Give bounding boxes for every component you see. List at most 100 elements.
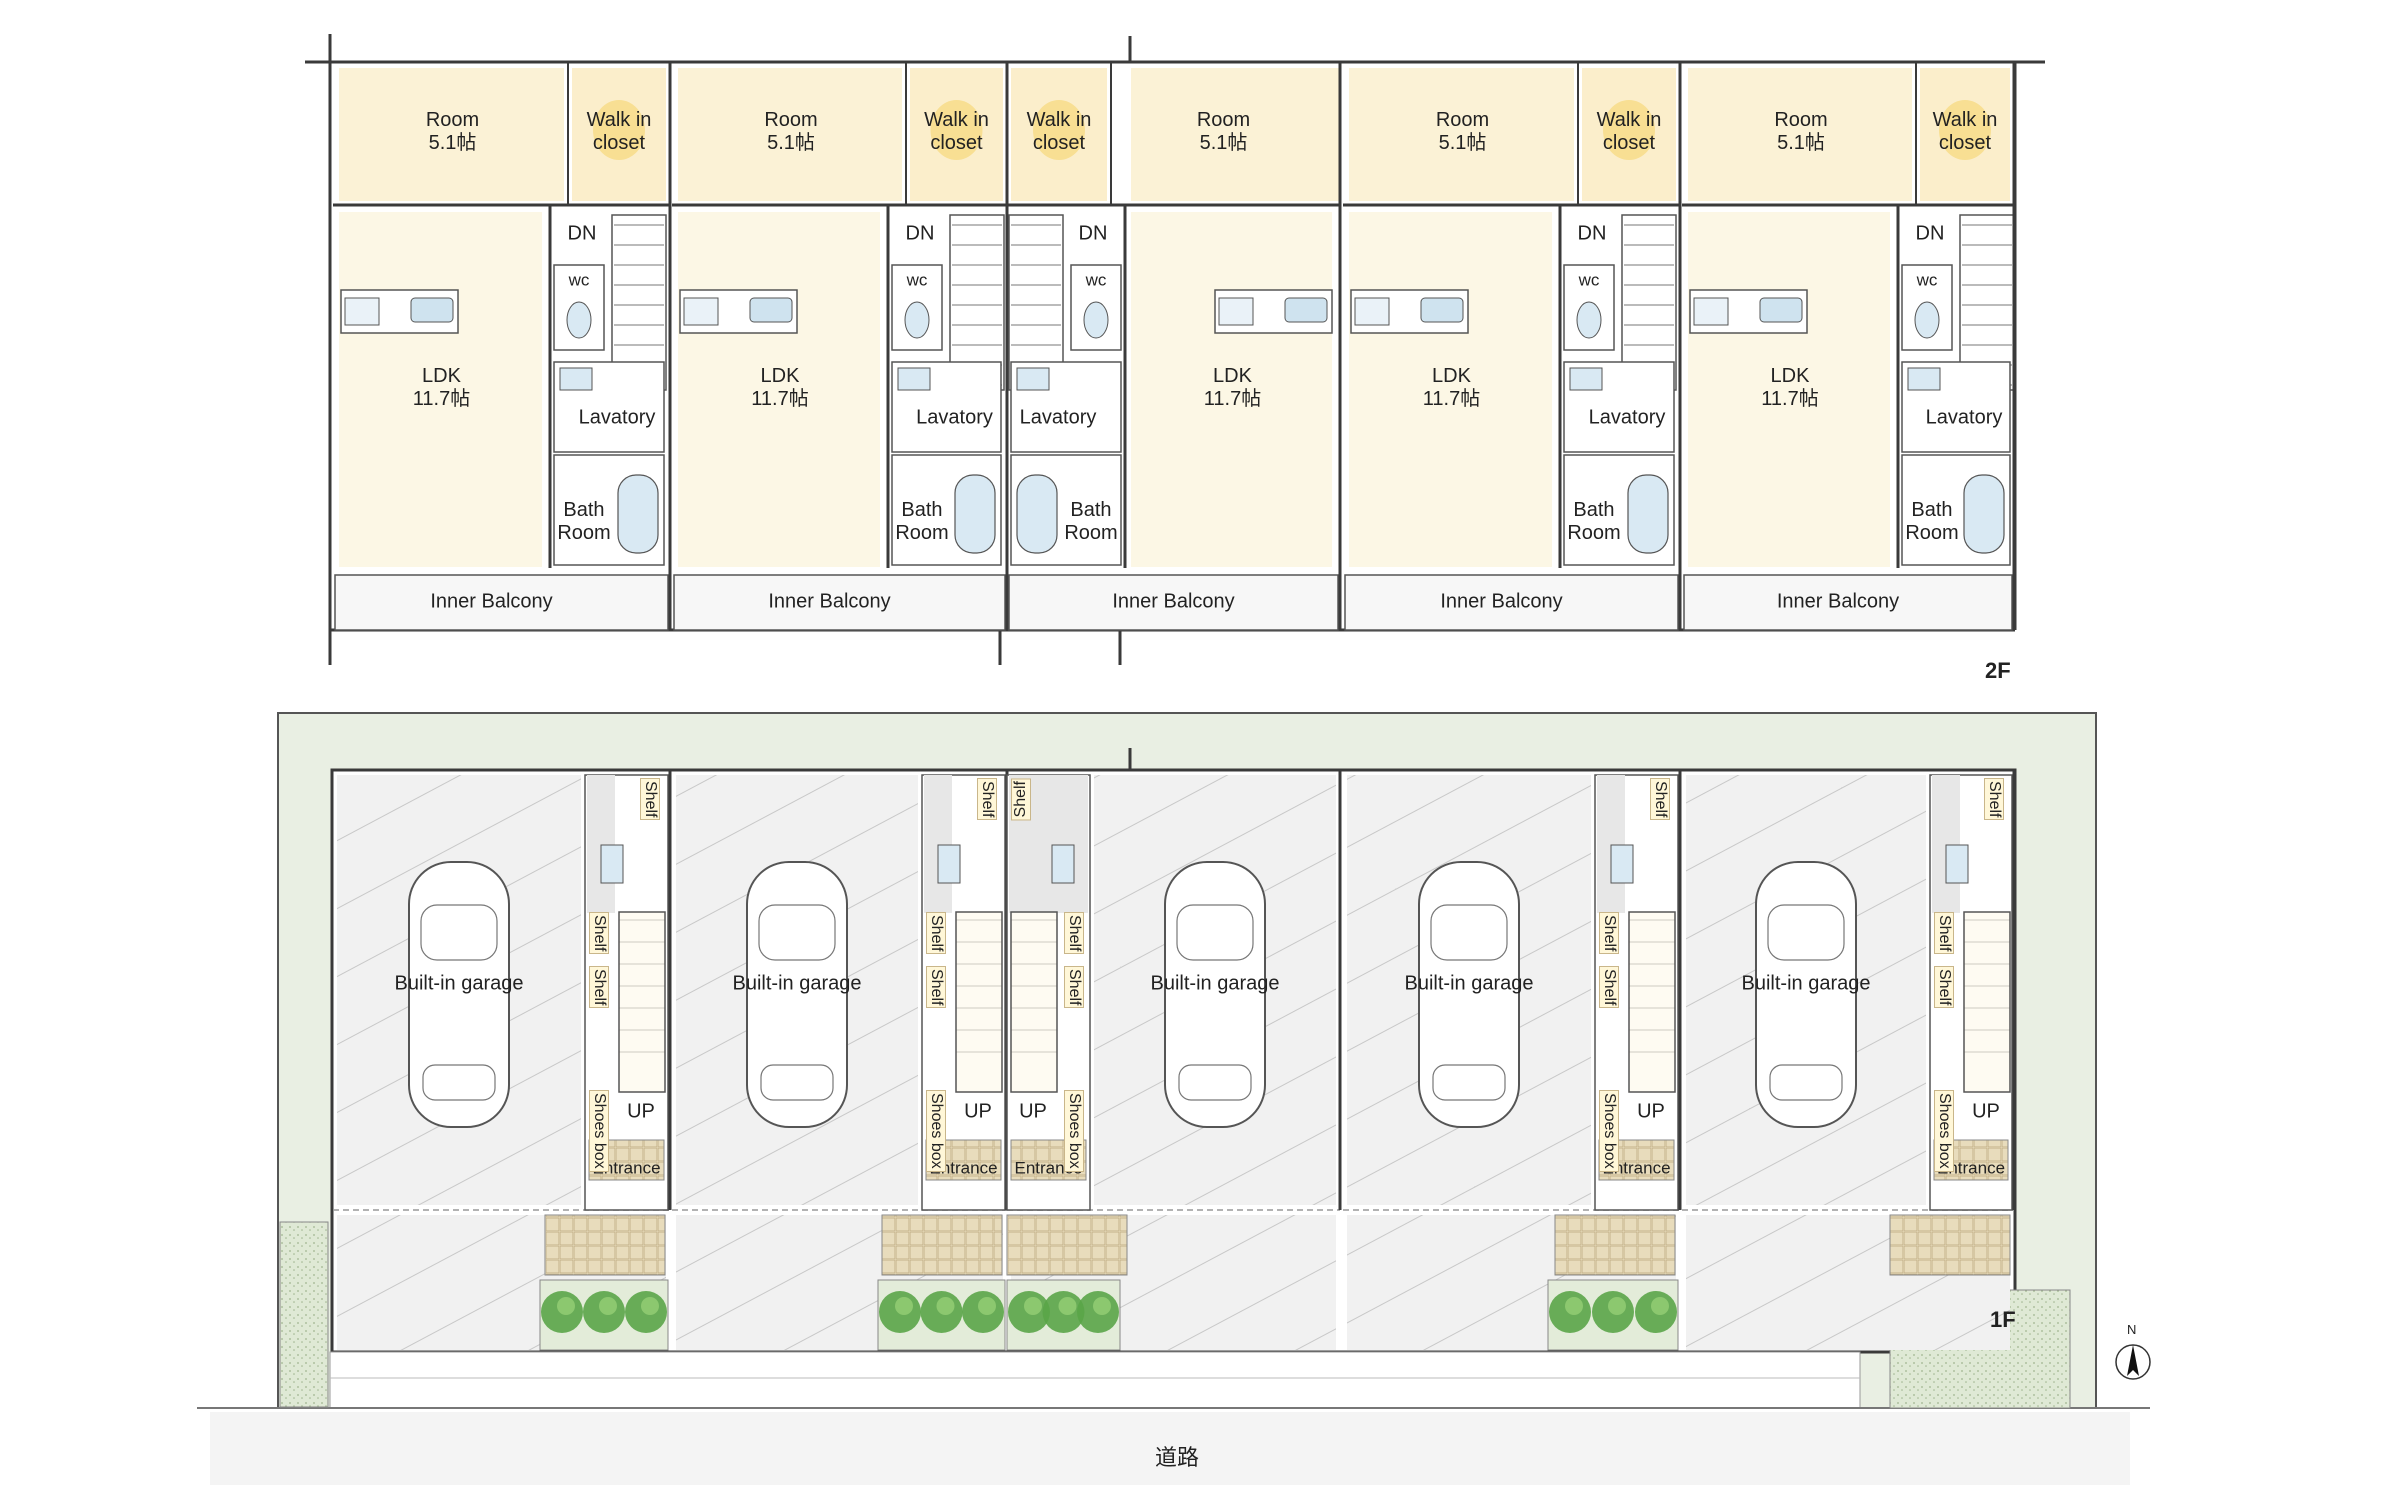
car-rear-window	[422, 1064, 496, 1101]
car-rear-window	[760, 1064, 834, 1101]
unit-2f-3	[1007, 62, 1342, 631]
shrub-highlight	[1024, 1297, 1042, 1315]
ldk-label-line: LDK	[1213, 365, 1252, 387]
shelf-label: Shelf	[926, 966, 946, 1009]
unit-1f-2	[672, 770, 1009, 1351]
shelf-label-line: Shelf	[591, 969, 608, 1006]
stairs	[1010, 911, 1058, 1093]
wash-basin	[1569, 367, 1603, 391]
shelf-label-top-line: Shelf	[979, 781, 996, 818]
balcony-label: Inner Balcony	[1440, 591, 1562, 614]
unit-1f-3	[1006, 770, 1342, 1351]
shelf-label-line: Shelf	[1066, 915, 1083, 952]
shrub-highlight	[599, 1297, 617, 1315]
garage-label: Built-in garage	[1742, 973, 1871, 996]
closet-light	[930, 100, 983, 160]
room-label-line: 5.1帖	[1438, 132, 1487, 154]
ldk-floor	[339, 212, 542, 567]
lavatory-label-line: Lavatory	[916, 406, 993, 429]
dn-label: DN	[1578, 223, 1607, 246]
closet-label-line: closet	[930, 132, 983, 154]
bathtub	[1627, 474, 1669, 554]
garage-label-line: Built-in garage	[1404, 972, 1534, 995]
approach-tile	[544, 1214, 666, 1276]
shoes-box-label: Shoes box	[1064, 1090, 1084, 1172]
lavatory-label: Lavatory	[579, 407, 656, 430]
wc-label-line: wc	[906, 270, 928, 290]
shrub-highlight	[557, 1297, 575, 1315]
unit-2f-2	[672, 62, 1009, 631]
entrance-label: Entrance	[1602, 1159, 1670, 1178]
bath-label-line: Room	[1905, 522, 1959, 544]
car-windshield	[758, 904, 836, 961]
room-label-line: 5.1帖	[428, 132, 477, 154]
ldk-label-line: LDK	[760, 365, 800, 387]
garage-label: Built-in garage	[1151, 973, 1280, 996]
dn-label: DN	[906, 223, 935, 246]
approach-tile	[881, 1214, 1003, 1276]
entrance-label: Entrance	[929, 1159, 997, 1178]
closet-label-line: closet	[1032, 132, 1086, 154]
shoes-box-label: Shoes box	[1599, 1090, 1619, 1172]
bath-label-line: Room	[1064, 522, 1118, 544]
wc-label: wc	[907, 271, 928, 290]
dn-label-line: DN	[567, 222, 597, 245]
bath-label-line: Bath	[1573, 499, 1615, 521]
bath-label-line: Room	[557, 522, 611, 544]
shrub-highlight	[1565, 1297, 1583, 1315]
shelf-label: Shelf	[1934, 966, 1954, 1009]
wash-basin	[1907, 367, 1941, 391]
unit-2f-4	[1343, 62, 1682, 631]
toilet	[1083, 301, 1109, 339]
shelf-label: Shelf	[589, 912, 609, 955]
lavatory-label-line: Lavatory	[1925, 406, 2003, 429]
balcony-label-line: Inner Balcony	[768, 590, 891, 613]
shrub-highlight	[936, 1297, 955, 1315]
balcony-label-line: Inner Balcony	[1776, 590, 1900, 613]
car-windshield	[1430, 904, 1508, 961]
balcony-label: Inner Balcony	[430, 591, 552, 614]
north-arrow-icon	[2115, 1344, 2151, 1380]
lavatory-label: Lavatory	[1926, 407, 2003, 430]
shelf-label: Shelf	[1599, 966, 1619, 1009]
shelf-label-top: Shelf	[1984, 778, 2004, 821]
room-label-line: Room	[1774, 109, 1828, 131]
wash-sink	[1945, 844, 1969, 884]
stove	[1354, 297, 1390, 326]
floor-tag-2f: 2F	[1985, 658, 2011, 683]
shelf-label-line: Shelf	[928, 915, 945, 952]
up-label: UP	[964, 1101, 992, 1124]
up-label-line: UP	[1637, 1100, 1665, 1123]
shrub-highlight	[1651, 1297, 1669, 1315]
toilet	[1914, 301, 1940, 339]
balcony-label-line: Inner Balcony	[1440, 590, 1563, 613]
shelf-label-line: Shelf	[1601, 969, 1618, 1006]
garage-label: Built-in garage	[395, 973, 524, 996]
wc-label: wc	[1086, 271, 1107, 290]
dn-label: DN	[1916, 223, 1945, 246]
closet-light	[1603, 100, 1655, 160]
unit-2f-5	[1682, 62, 2016, 631]
dn-label-line: DN	[1078, 222, 1108, 245]
ldk-label-line: 11.7帖	[751, 388, 809, 410]
unit-1f-4	[1343, 770, 1682, 1351]
room-label-line: Room	[425, 109, 480, 131]
dn-label: DN	[1079, 223, 1108, 246]
shelf-label: Shelf	[1934, 912, 1954, 955]
lavatory-label: Lavatory	[1589, 407, 1666, 430]
garage-label-line: Built-in garage	[732, 972, 862, 995]
toilet	[904, 301, 930, 339]
shoes-box-label: Shoes box	[926, 1090, 946, 1172]
car-rear-window	[1178, 1064, 1252, 1101]
wc-label-line: wc	[1578, 270, 1600, 290]
shrub-highlight	[641, 1297, 659, 1315]
shelf-label-line: Shelf	[1601, 915, 1618, 952]
wash-basin	[1016, 367, 1050, 391]
